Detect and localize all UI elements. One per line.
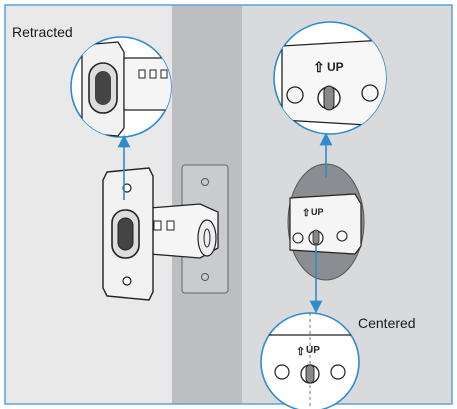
label-retracted: Retracted xyxy=(12,24,73,40)
zoom-slot-2 xyxy=(150,70,156,78)
centered-spindle xyxy=(306,365,314,383)
latch-faceplate xyxy=(103,168,153,300)
bore-up-text: UP xyxy=(311,207,324,217)
latch-slot-1 xyxy=(154,221,161,230)
latch-end-cap xyxy=(198,220,216,256)
latch-slot-2 xyxy=(167,221,174,230)
zoom-circle-centered: ⇧ UP xyxy=(261,313,360,409)
faceplate-screw-hole-bottom xyxy=(123,277,131,285)
top-zoom-spindle xyxy=(324,86,334,110)
top-zoom-up-arrow: ⇧ xyxy=(313,59,325,75)
latch-bolt-inner xyxy=(118,218,133,250)
zoom-slot-3 xyxy=(161,70,167,78)
bore-up-arrow: ⇧ xyxy=(302,208,310,219)
zoom-slot-1 xyxy=(139,70,145,78)
door-cutaway-view: ⇧ UP xyxy=(288,164,364,280)
zoom-bolt-inner xyxy=(95,71,111,105)
top-zoom-up-text: UP xyxy=(327,60,344,74)
bore-center-spindle xyxy=(313,230,319,244)
bore-latch-plate xyxy=(290,194,361,254)
centered-up-arrow: ⇧ xyxy=(296,346,305,358)
label-centered: Centered xyxy=(358,315,416,331)
latch-assembly xyxy=(150,204,218,258)
centered-up-text: UP xyxy=(306,345,320,356)
